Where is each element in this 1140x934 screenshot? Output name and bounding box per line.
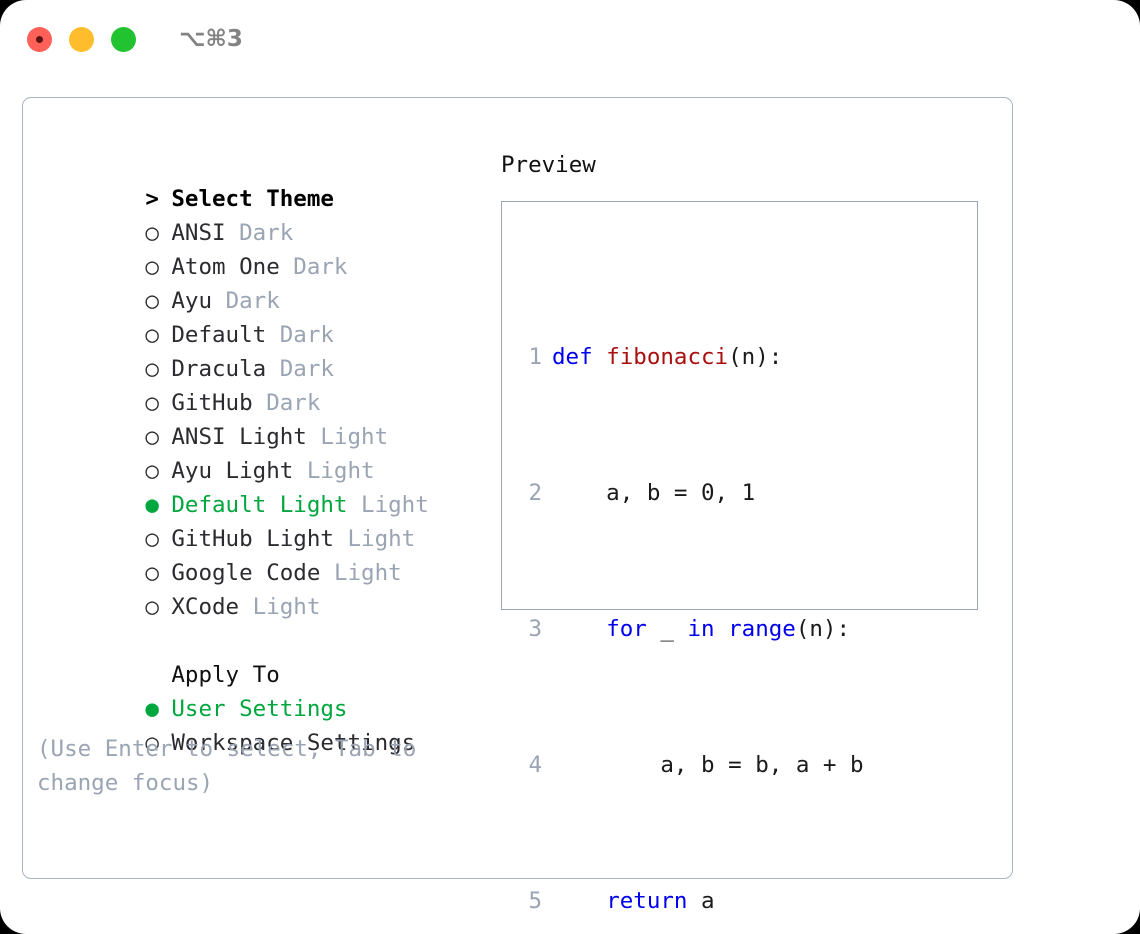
radio-unselected-icon: ○ — [145, 560, 159, 586]
apply-to-option-label: User Settings — [171, 696, 348, 722]
theme-category-badge: Light — [333, 560, 402, 586]
apply-to-option-workspace-settings[interactable]: ○ Workspace Settings — [37, 692, 477, 756]
theme-category-badge: Light — [252, 594, 321, 620]
apply-to-heading-label: Apply To — [171, 662, 280, 688]
main-panel: >Select Theme ○ANSI Dark ○Atom One Dark … — [22, 97, 1013, 914]
line-number: 2 — [528, 480, 542, 506]
theme-list-item[interactable]: ○ ANSI Light Light — [37, 386, 477, 450]
theme-list-item[interactable]: ○ Dracula Dark — [37, 318, 477, 382]
theme-category-badge: Dark — [279, 322, 334, 348]
code-token — [552, 888, 606, 914]
radio-unselected-icon: ○ — [145, 288, 159, 314]
theme-list-item[interactable]: ○ ANSI Dark — [37, 182, 477, 246]
radio-unselected-icon: ○ — [145, 458, 159, 484]
theme-name: Ayu Light — [171, 458, 294, 484]
theme-list-item[interactable]: ○ GitHub Light Light — [37, 488, 477, 552]
theme-name: GitHub — [171, 390, 253, 416]
code-token: range — [728, 616, 796, 642]
code-line: 1 def fibonacci(n): — [516, 340, 891, 374]
theme-category-badge: Light — [347, 526, 416, 552]
theme-category-badge: Dark — [293, 254, 348, 280]
apply-to-heading: Apply To — [37, 624, 477, 688]
radio-unselected-icon: ○ — [145, 254, 159, 280]
close-button-icon[interactable] — [27, 26, 52, 52]
theme-category-badge: Light — [320, 424, 389, 450]
theme-list-item[interactable]: ○ Ayu Dark — [37, 250, 477, 314]
theme-list-item[interactable]: ○ Google Code Light — [37, 522, 477, 586]
heading-indent — [145, 658, 171, 692]
radio-unselected-icon: ○ — [145, 220, 159, 246]
select-theme-heading: > Select Theme — [37, 148, 477, 212]
preview-heading: Preview — [501, 152, 596, 178]
theme-list-item-selected[interactable]: ● Default Light Light — [37, 454, 477, 518]
theme-name: Default — [171, 322, 267, 348]
code-token: for — [606, 616, 647, 642]
code-line: 5 return a — [516, 884, 891, 918]
theme-name: Google Code — [171, 560, 321, 586]
radio-unselected-icon: ○ — [145, 730, 159, 756]
code-token: a, b = 0, 1 — [552, 480, 756, 506]
code-token: (n): — [795, 616, 851, 642]
code-token: a — [687, 888, 715, 914]
theme-list-item[interactable]: ○ GitHub Dark — [37, 352, 477, 416]
theme-category-badge: Dark — [239, 220, 294, 246]
theme-category-badge: Dark — [266, 390, 321, 416]
theme-name: GitHub Light — [171, 526, 334, 552]
code-token — [715, 616, 729, 642]
select-theme-heading-label: Select Theme — [171, 186, 334, 212]
code-line: 3 for _ in range(n): — [516, 612, 891, 646]
theme-list-item[interactable]: ○ Ayu Light Light — [37, 420, 477, 484]
code-token: in — [687, 616, 715, 642]
apply-to-option-user-settings[interactable]: ● User Settings — [37, 658, 477, 722]
theme-name: Atom One — [171, 254, 280, 280]
theme-list-item[interactable]: ○ Default Dark — [37, 284, 477, 348]
line-number: 3 — [528, 616, 542, 642]
radio-unselected-icon: ○ — [145, 594, 159, 620]
theme-name: Dracula — [171, 356, 267, 382]
code-token: a, b = b, a + b — [552, 752, 864, 778]
line-number: 1 — [528, 344, 542, 370]
cursor-caret-icon: > — [145, 186, 159, 212]
code-line: 2 a, b = 0, 1 — [516, 476, 891, 510]
code-token — [552, 616, 606, 642]
theme-name: Default Light — [171, 492, 348, 518]
radio-unselected-icon: ○ — [145, 356, 159, 382]
code-token: (n): — [728, 344, 783, 370]
minimize-button-icon[interactable] — [69, 26, 94, 52]
theme-name: XCode — [171, 594, 240, 620]
radio-unselected-icon: ○ — [145, 424, 159, 450]
code-token: fibonacci — [606, 344, 729, 370]
radio-selected-icon: ● — [145, 492, 159, 518]
radio-selected-icon: ● — [145, 696, 159, 722]
code-token: def — [552, 344, 607, 370]
keyboard-shortcut-label: ⌥⌘3 — [179, 26, 243, 52]
theme-selector-column: >Select Theme ○ANSI Dark ○Atom One Dark … — [37, 148, 477, 800]
theme-category-badge: Dark — [225, 288, 280, 314]
line-number: 4 — [528, 752, 542, 778]
radio-unselected-icon: ○ — [145, 526, 159, 552]
theme-category-badge: Dark — [279, 356, 334, 382]
theme-name: ANSI — [171, 220, 226, 246]
apply-to-option-label: Workspace Settings — [171, 730, 416, 756]
keyboard-hint-text: (Use Enter to select, Tab to change focu… — [37, 736, 417, 796]
code-token: return — [606, 888, 688, 914]
theme-list-item[interactable]: ○ Atom One Dark — [37, 216, 477, 280]
title-bar: ⌥⌘3 — [0, 0, 1140, 78]
theme-list-item[interactable]: ○ XCode Light — [37, 556, 477, 620]
radio-unselected-icon: ○ — [145, 390, 159, 416]
line-number: 5 — [528, 888, 542, 914]
theme-category-badge: Light — [361, 492, 429, 518]
code-token: _ — [646, 616, 688, 642]
theme-name: Ayu — [171, 288, 213, 314]
zoom-button-icon[interactable] — [111, 26, 136, 52]
code-line: 4 a, b = b, a + b — [516, 748, 891, 782]
theme-category-badge: Light — [306, 458, 375, 484]
radio-unselected-icon: ○ — [145, 322, 159, 348]
window-controls — [27, 26, 136, 52]
theme-name: ANSI Light — [171, 424, 307, 450]
